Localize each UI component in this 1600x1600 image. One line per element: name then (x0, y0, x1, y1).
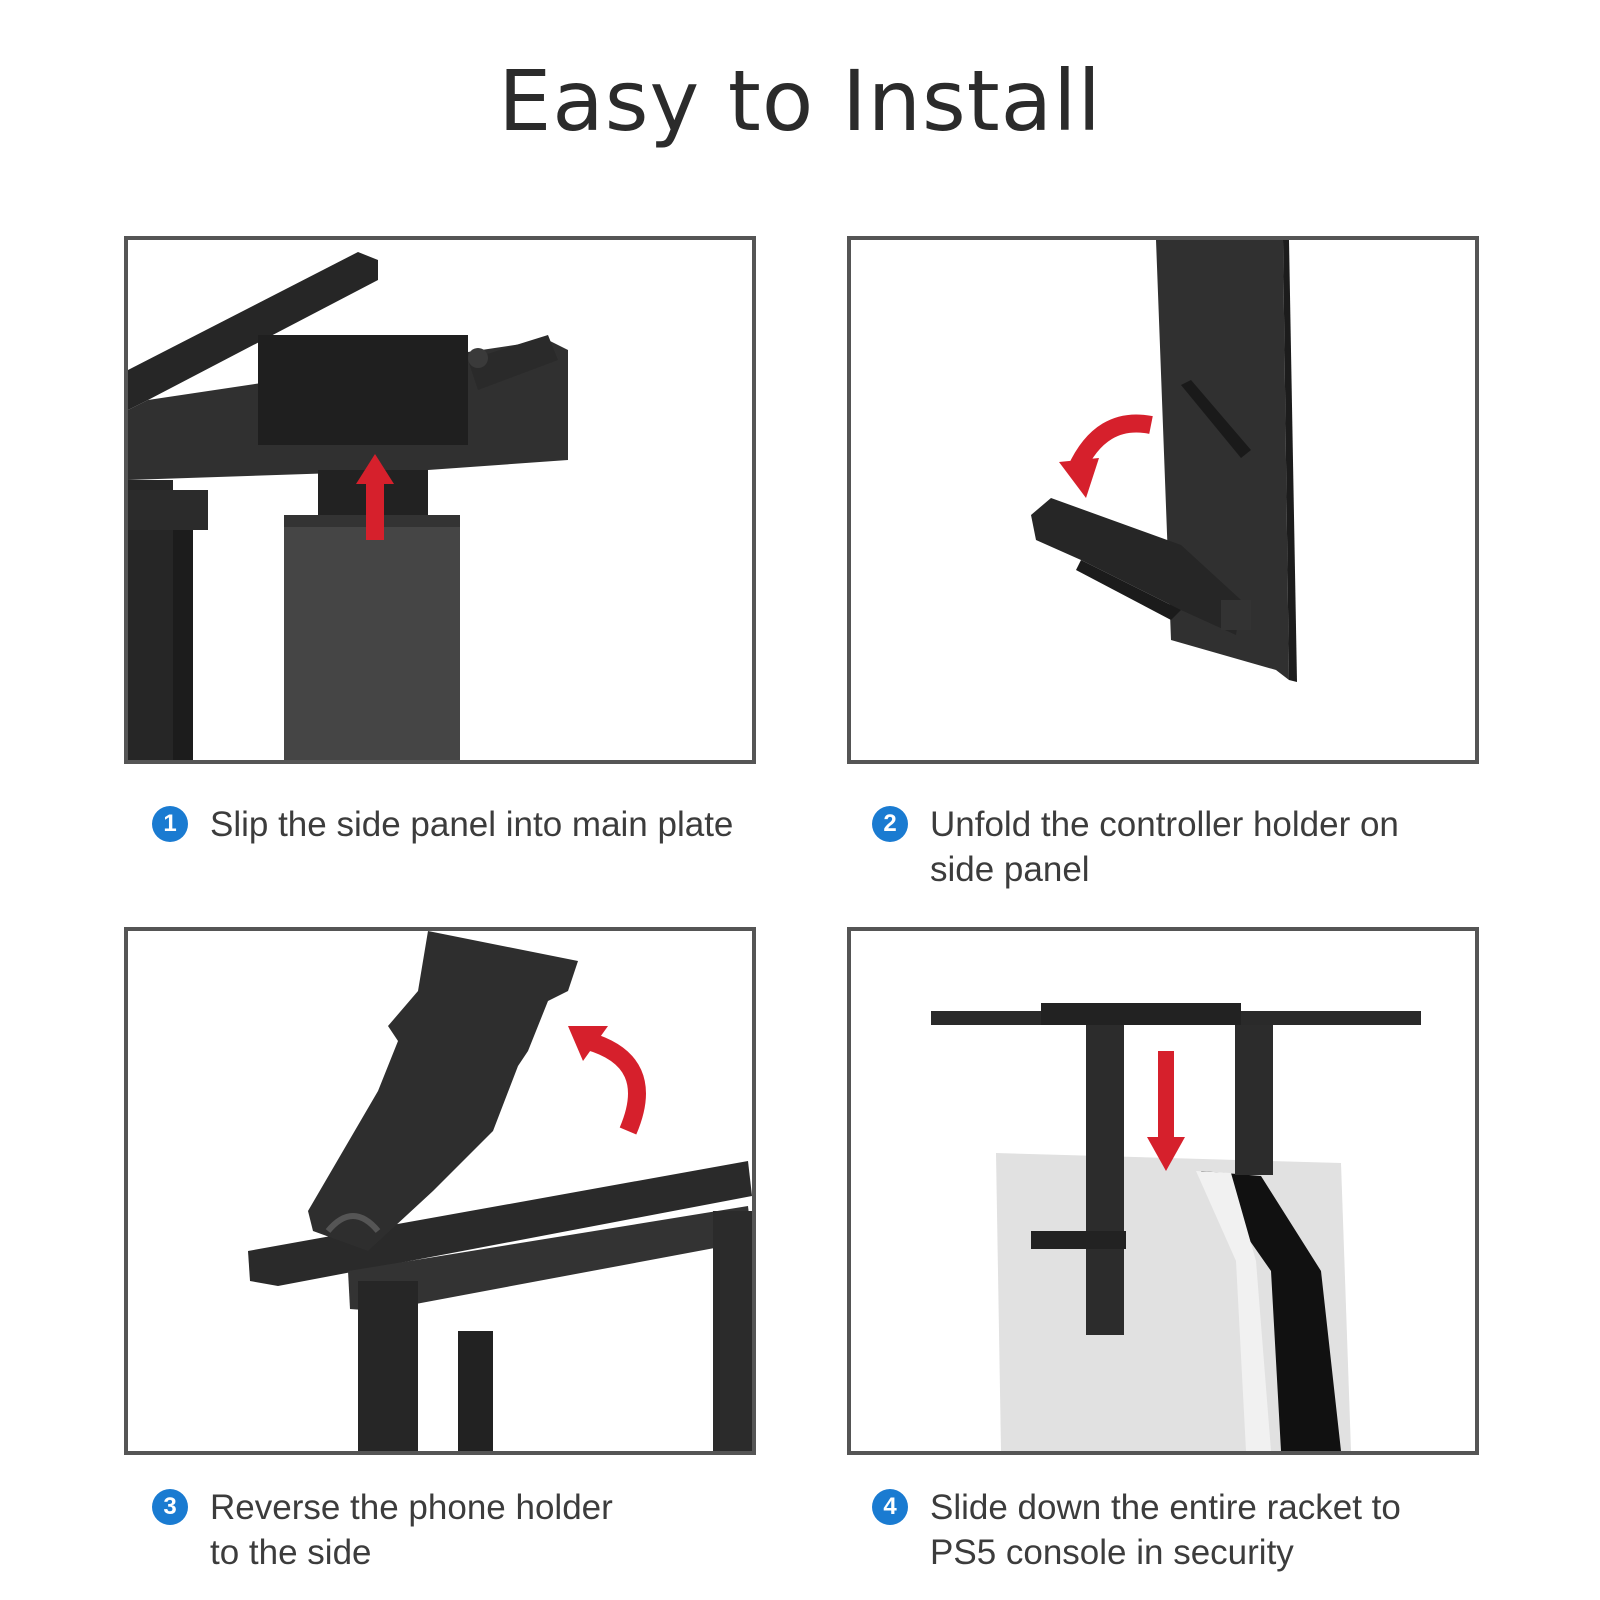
page-title: Easy to Install (498, 52, 1102, 150)
step-2-caption: 2 Unfold the controller holder on side p… (872, 802, 1512, 892)
step-1-image (124, 236, 756, 764)
down-arrow-icon (1147, 1051, 1185, 1171)
step-text: Reverse the phone holder to the side (210, 1488, 613, 1572)
step-number-badge: 1 (152, 806, 188, 842)
controller-holder-illustration (1031, 240, 1297, 682)
step-text: Slide down the entire racket to PS5 cons… (930, 1488, 1401, 1572)
step-number-badge: 3 (152, 1489, 188, 1525)
step-3-caption: 3 Reverse the phone holder to the side (152, 1485, 792, 1575)
step-number-badge: 2 (872, 806, 908, 842)
step-2-image (847, 236, 1479, 764)
ps5-console-illustration (931, 1003, 1421, 1451)
phone-holder-illustration (248, 931, 752, 1451)
step-1-caption: 1 Slip the side panel into main plate (152, 802, 792, 847)
step-3-image (124, 927, 756, 1455)
main-plate-illustration (128, 252, 568, 760)
step-text: Unfold the controller holder on side pan… (930, 805, 1399, 889)
up-arrow-icon (356, 454, 394, 540)
step-4-image (847, 927, 1479, 1455)
step-text: Slip the side panel into main plate (210, 805, 734, 844)
step-4-caption: 4 Slide down the entire racket to PS5 co… (872, 1485, 1512, 1575)
curved-arrow-icon (1059, 414, 1153, 498)
curved-arrow-icon (568, 1026, 646, 1135)
step-number-badge: 4 (872, 1489, 908, 1525)
